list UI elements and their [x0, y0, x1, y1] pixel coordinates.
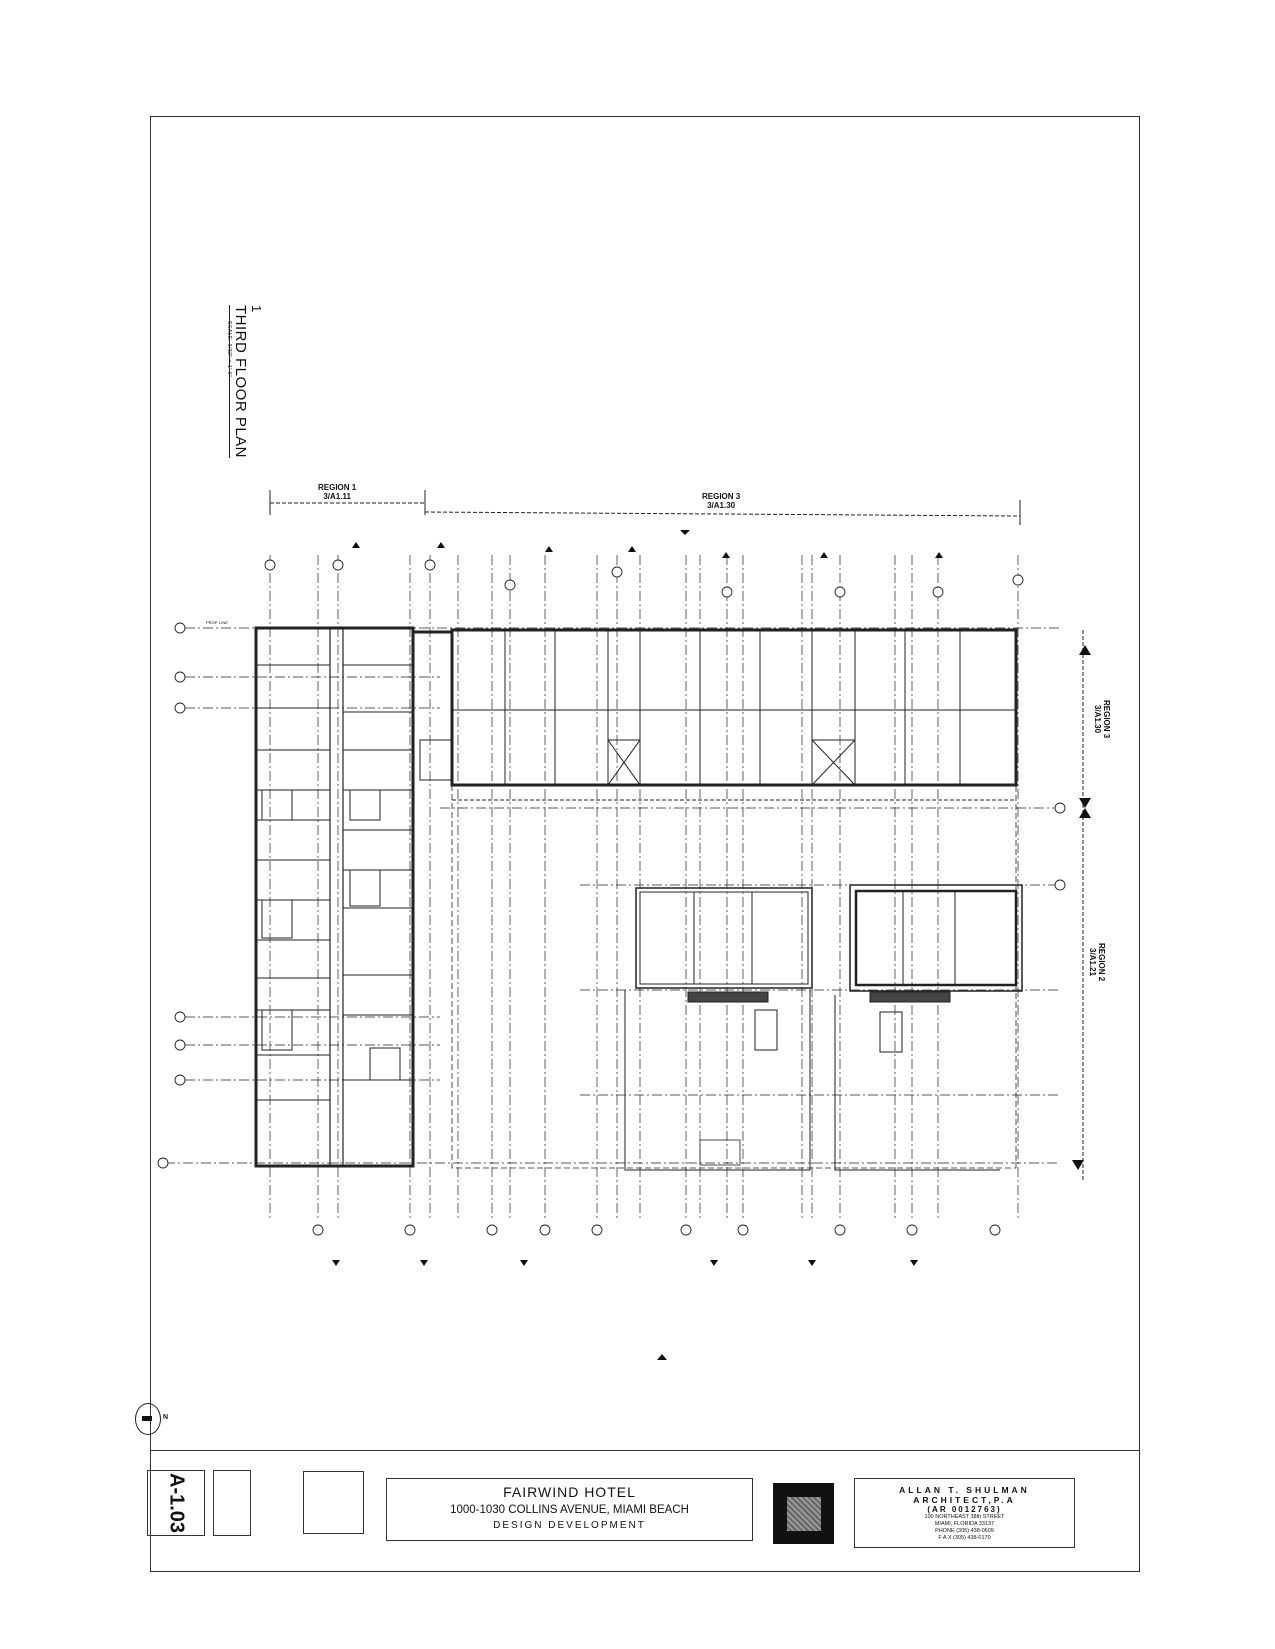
architect-street: 100 NORTHEAST 38th STREET [924, 1514, 1005, 1520]
title-block-divider [150, 1450, 1140, 1451]
north-arrow-icon [142, 1416, 152, 1421]
section-markers [332, 530, 1091, 1360]
region-1-label: REGION 1 3/A1.11 [318, 483, 356, 501]
sheet-number-box: A-1.03 [147, 1470, 205, 1536]
sheet-number: A-1.03 [165, 1472, 188, 1534]
project-phase: DESIGN DEVELOPMENT [493, 1520, 646, 1531]
date-box [213, 1470, 251, 1536]
project-name: FAIRWIND HOTEL [503, 1484, 636, 1500]
region-2-label-side: REGION 2 3/A1.21 [1088, 943, 1106, 981]
project-address: 1000-1030 COLLINS AVENUE, MIAMI BEACH [450, 1504, 689, 1516]
roof-outline [451, 785, 1017, 1169]
architect-logo [773, 1483, 834, 1544]
west-wing-outline [254, 626, 415, 1168]
grid-bubbles [157, 559, 1066, 1236]
region-ref: 3/A1.30 [1093, 705, 1102, 734]
region-name: REGION 3 [1102, 700, 1111, 739]
architect-license: (AR 0012763) [927, 1505, 1002, 1514]
north-wing-rooms [419, 630, 1016, 801]
north-arrow: N [135, 1403, 168, 1435]
architect-name: ALLAN T. SHULMAN ARCHITECT,P.A [899, 1485, 1030, 1505]
stamp-box [303, 1471, 364, 1534]
architect-city: MIAMI, FLORIDA 33137 [934, 1521, 995, 1527]
west-wing-rooms [256, 664, 413, 1101]
grid-lines [165, 555, 1060, 1220]
prop-line-label: PROP. LINE [206, 620, 228, 625]
courtyard-block-west [635, 887, 813, 989]
region-name: REGION 2 [1097, 943, 1106, 982]
project-info-box: FAIRWIND HOTEL 1000-1030 COLLINS AVENUE,… [386, 1478, 753, 1541]
architect-phone: PHONE (305) 438-0609 [935, 1528, 994, 1534]
region-name: REGION 1 [318, 483, 357, 492]
region-3-dimension [424, 511, 1021, 517]
north-label: N [163, 1414, 169, 1421]
architect-info-box: ALLAN T. SHULMAN ARCHITECT,P.A (AR 00127… [854, 1478, 1075, 1548]
region-name: REGION 3 [702, 492, 741, 501]
architect-fax: F A X (305) 438-0170 [938, 1535, 991, 1541]
courtyard-block-east [849, 884, 1023, 992]
region-3-label-side: REGION 3 3/A1.30 [1093, 700, 1111, 738]
plan-title-text: THIRD FLOOR PLAN [229, 305, 249, 459]
region-ref: 3/A1.21 [1088, 948, 1097, 977]
region-ref: 3/A1.30 [707, 501, 736, 510]
plan-title: 1 THIRD FLOOR PLAN SCALE: 3/32" = 1'-0" [226, 305, 264, 459]
north-wing-outline [450, 628, 1018, 787]
region-3-label-top: REGION 3 3/A1.30 [702, 492, 740, 510]
region-ref: 3/A1.11 [323, 492, 351, 501]
plan-number: 1 [249, 305, 264, 313]
sheet-border [150, 116, 1140, 1572]
plan-scale: SCALE: 3/32" = 1'-0" [226, 321, 232, 378]
